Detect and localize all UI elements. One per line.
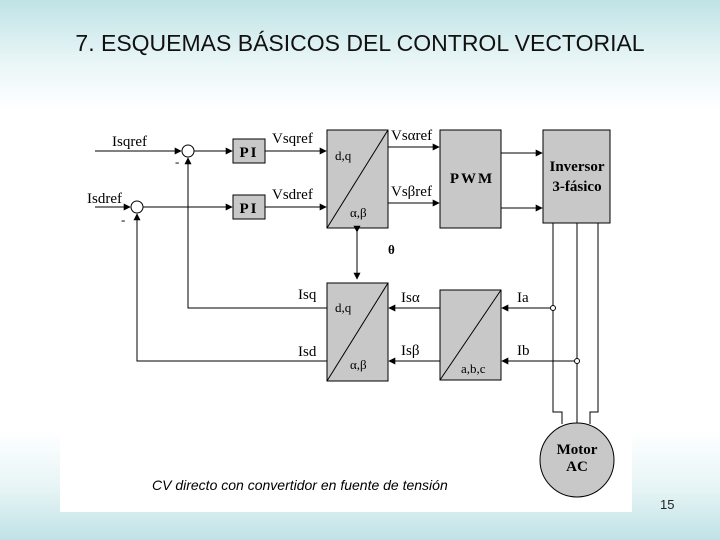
label-isbeta: Isβ	[401, 343, 419, 359]
clarke-diagonal	[439, 289, 502, 381]
slide-number: 15	[660, 497, 675, 512]
pi-q-label: PI	[240, 145, 259, 161]
label-isdref: Isdref	[87, 191, 122, 207]
inverter-label-line1: Inversor	[550, 159, 605, 175]
rotation-bottom-diagonal	[326, 282, 389, 382]
rotation-top-in-label: d,q	[335, 148, 352, 163]
label-vsalpharef: Vsαref	[391, 128, 432, 144]
inverter-label-line2: 3-fásico	[552, 179, 601, 195]
pwm-label: PWM	[450, 171, 494, 187]
label-isq: Isq	[298, 287, 317, 303]
pwm-block	[439, 129, 502, 229]
summing-junction-d	[130, 200, 144, 214]
sensor-b-node	[574, 358, 580, 364]
label-ia: Ia	[517, 290, 529, 306]
pi-d-label: PI	[240, 201, 259, 217]
rotation-bottom-in-label: d,q	[335, 300, 352, 315]
label-isalpha: Isα	[401, 290, 420, 306]
rotation-bottom-out-label: α,β	[350, 357, 367, 372]
label-vsbetaref: Vsβref	[391, 184, 432, 200]
label-isqref: Isqref	[112, 134, 147, 150]
isq-feedback	[184, 157, 327, 309]
summing-junction-q	[181, 144, 195, 158]
label-minus-q: -	[175, 154, 179, 169]
clarke-out-label: a,b,c	[461, 361, 486, 376]
label-vsqref: Vsqref	[272, 131, 313, 147]
label-minus-d: -	[121, 212, 125, 227]
motor-label-line2: AC	[566, 459, 588, 475]
inverter-block	[542, 129, 611, 224]
phase-a-line	[552, 223, 563, 424]
rotation-top-out-label: α,β	[350, 205, 367, 220]
phase-c-line	[589, 223, 599, 424]
sensor-a-node	[550, 305, 556, 311]
motor-label-line1: Motor	[557, 442, 598, 458]
label-ib: Ib	[517, 343, 530, 359]
diagram-caption: CV directo con convertidor en fuente de …	[152, 477, 448, 493]
label-vsdref: Vsdref	[272, 187, 313, 203]
label-isd: Isd	[298, 344, 317, 360]
isd-feedback	[133, 213, 327, 362]
rotation-top-diagonal	[326, 129, 389, 229]
slide-title: 7. ESQUEMAS BÁSICOS DEL CONTROL VECTORIA…	[75, 30, 645, 56]
label-theta: θ	[388, 242, 395, 257]
pi-q-block	[232, 138, 266, 164]
